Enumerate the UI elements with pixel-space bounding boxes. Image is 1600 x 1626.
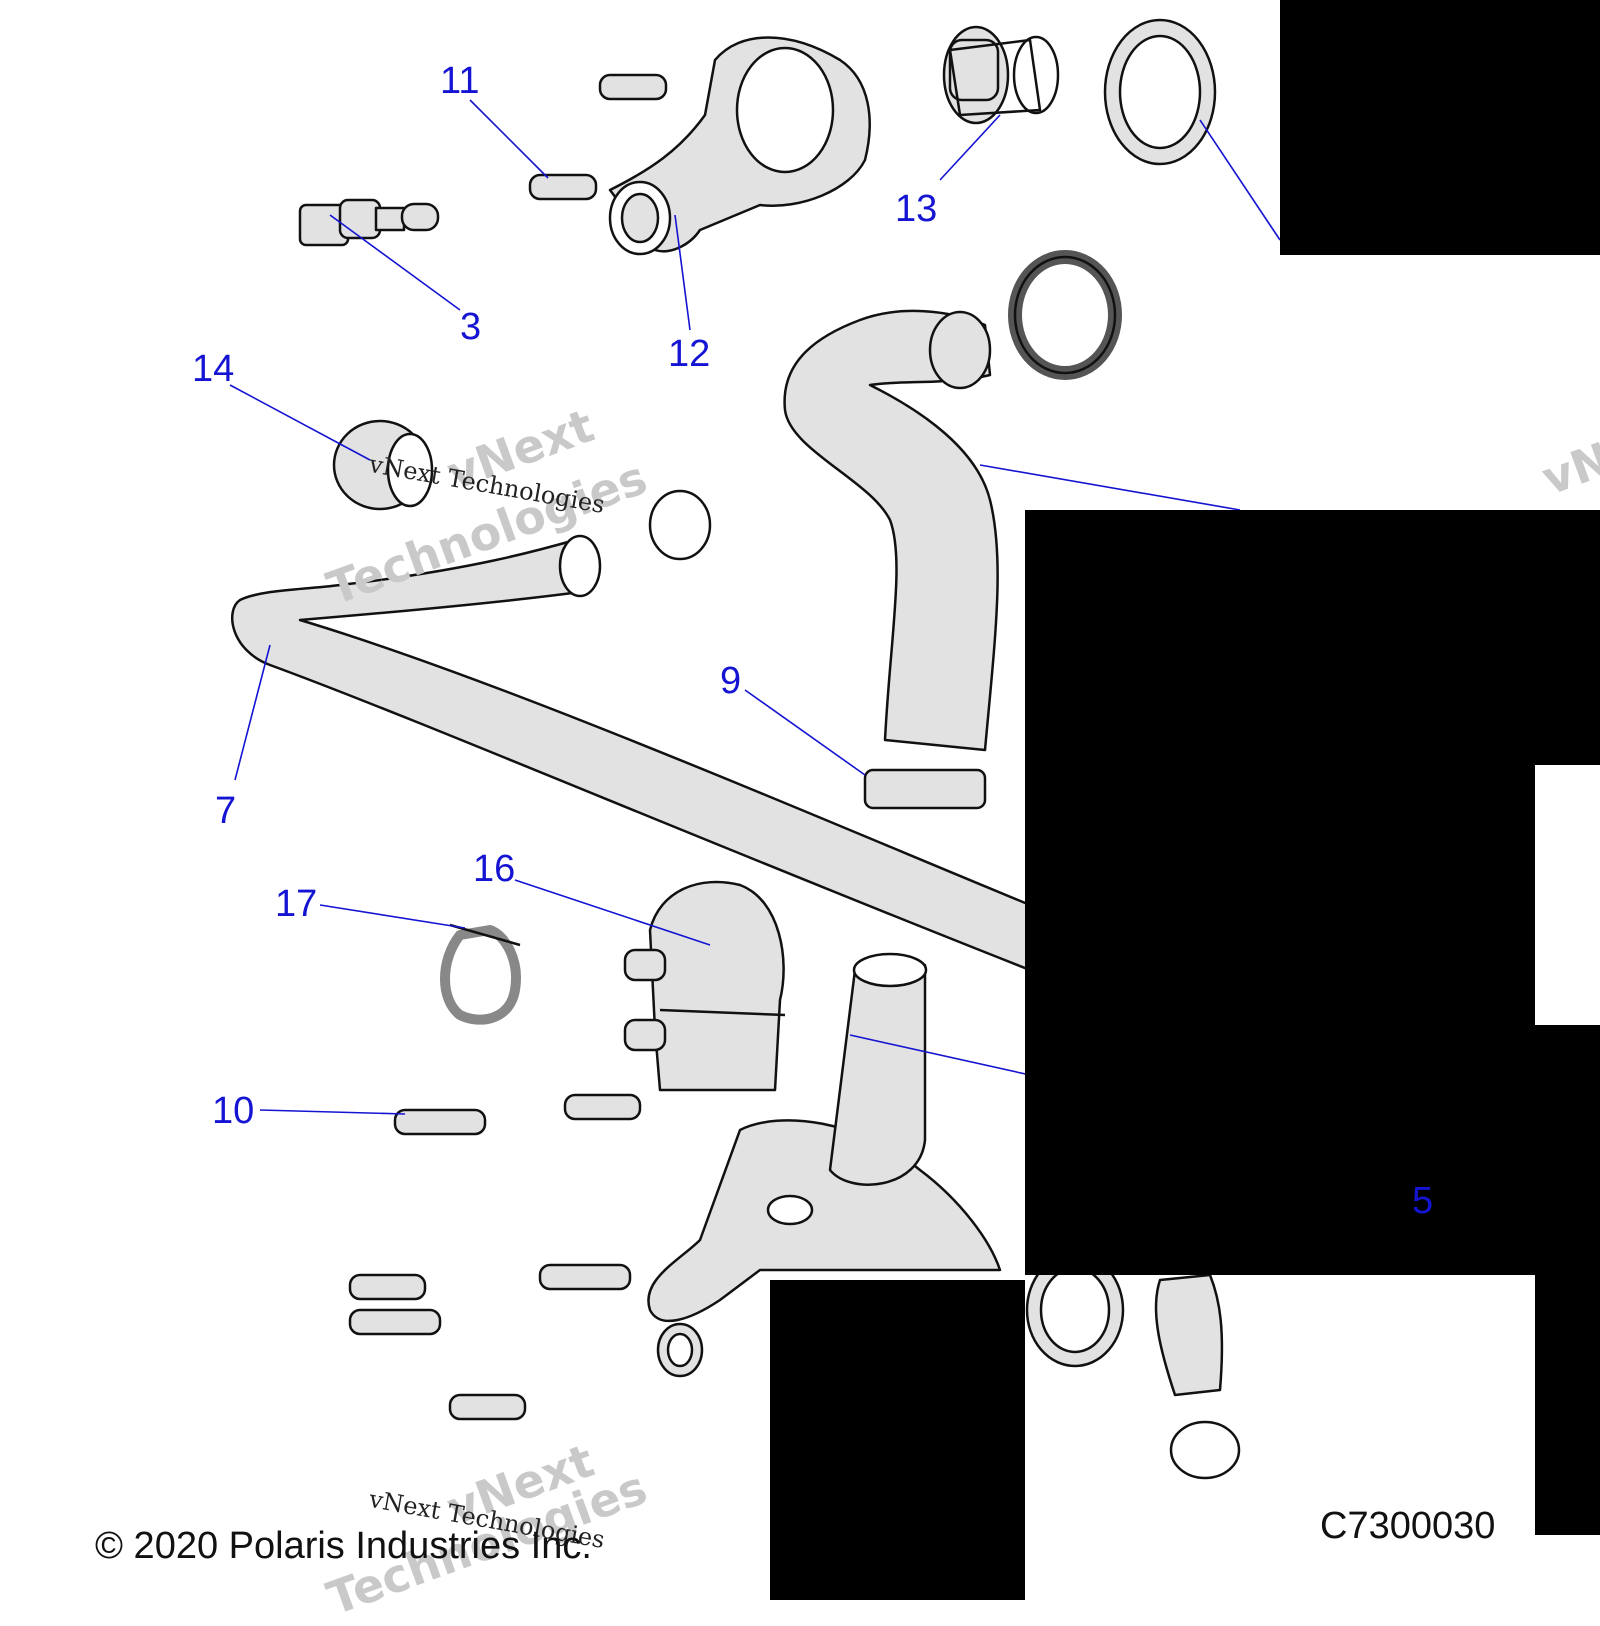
callout-17: 17 — [275, 883, 318, 925]
pump-cover — [623, 880, 786, 1092]
callout-7: 7 — [215, 790, 237, 832]
redaction-masks — [770, 0, 1600, 1600]
callout-11: 11 — [440, 60, 480, 102]
hose-clamp-small — [648, 489, 712, 561]
copyright-text: © 2020 Polaris Industries Inc. — [95, 1525, 592, 1567]
bolt-10c — [538, 1263, 632, 1291]
callout-10: 10 — [212, 1090, 255, 1132]
bolt-11a — [598, 73, 668, 101]
callout-12: 12 — [668, 333, 711, 375]
callout-5: 5 — [1412, 1180, 1434, 1222]
bolt-10a — [393, 1108, 487, 1136]
bolt-10f — [448, 1393, 527, 1421]
bolt-10b — [563, 1093, 642, 1121]
leader-lines — [229, 99, 1406, 1166]
callout-14: 14 — [192, 348, 235, 390]
bypass-hose — [231, 538, 1032, 972]
bolt-10d — [348, 1273, 427, 1301]
unmasked-regions — [1535, 255, 1600, 1020]
callout-13: 13 — [895, 188, 938, 230]
hose-14 — [332, 419, 434, 511]
hose-clamp-9 — [863, 768, 987, 810]
diagram-code: C7300030 — [1320, 1505, 1496, 1547]
hose-clamp-top — [1008, 250, 1122, 380]
hose-bottom — [1154, 1273, 1224, 1397]
thermostat — [942, 25, 1060, 125]
thermostat-housing — [608, 36, 871, 256]
bolt-11b — [528, 173, 598, 201]
bolt-10e — [348, 1308, 442, 1336]
callout-3: 3 — [460, 306, 482, 348]
hose-clamp-bottom — [1169, 1420, 1241, 1480]
water-pump — [647, 952, 1002, 1378]
temperature-sensor — [298, 198, 440, 247]
o-ring-top — [1103, 18, 1217, 166]
cable-tie — [440, 923, 521, 1025]
callout-9: 9 — [720, 660, 742, 702]
o-ring-bottom — [1025, 1252, 1125, 1368]
callout-16: 16 — [473, 848, 516, 890]
